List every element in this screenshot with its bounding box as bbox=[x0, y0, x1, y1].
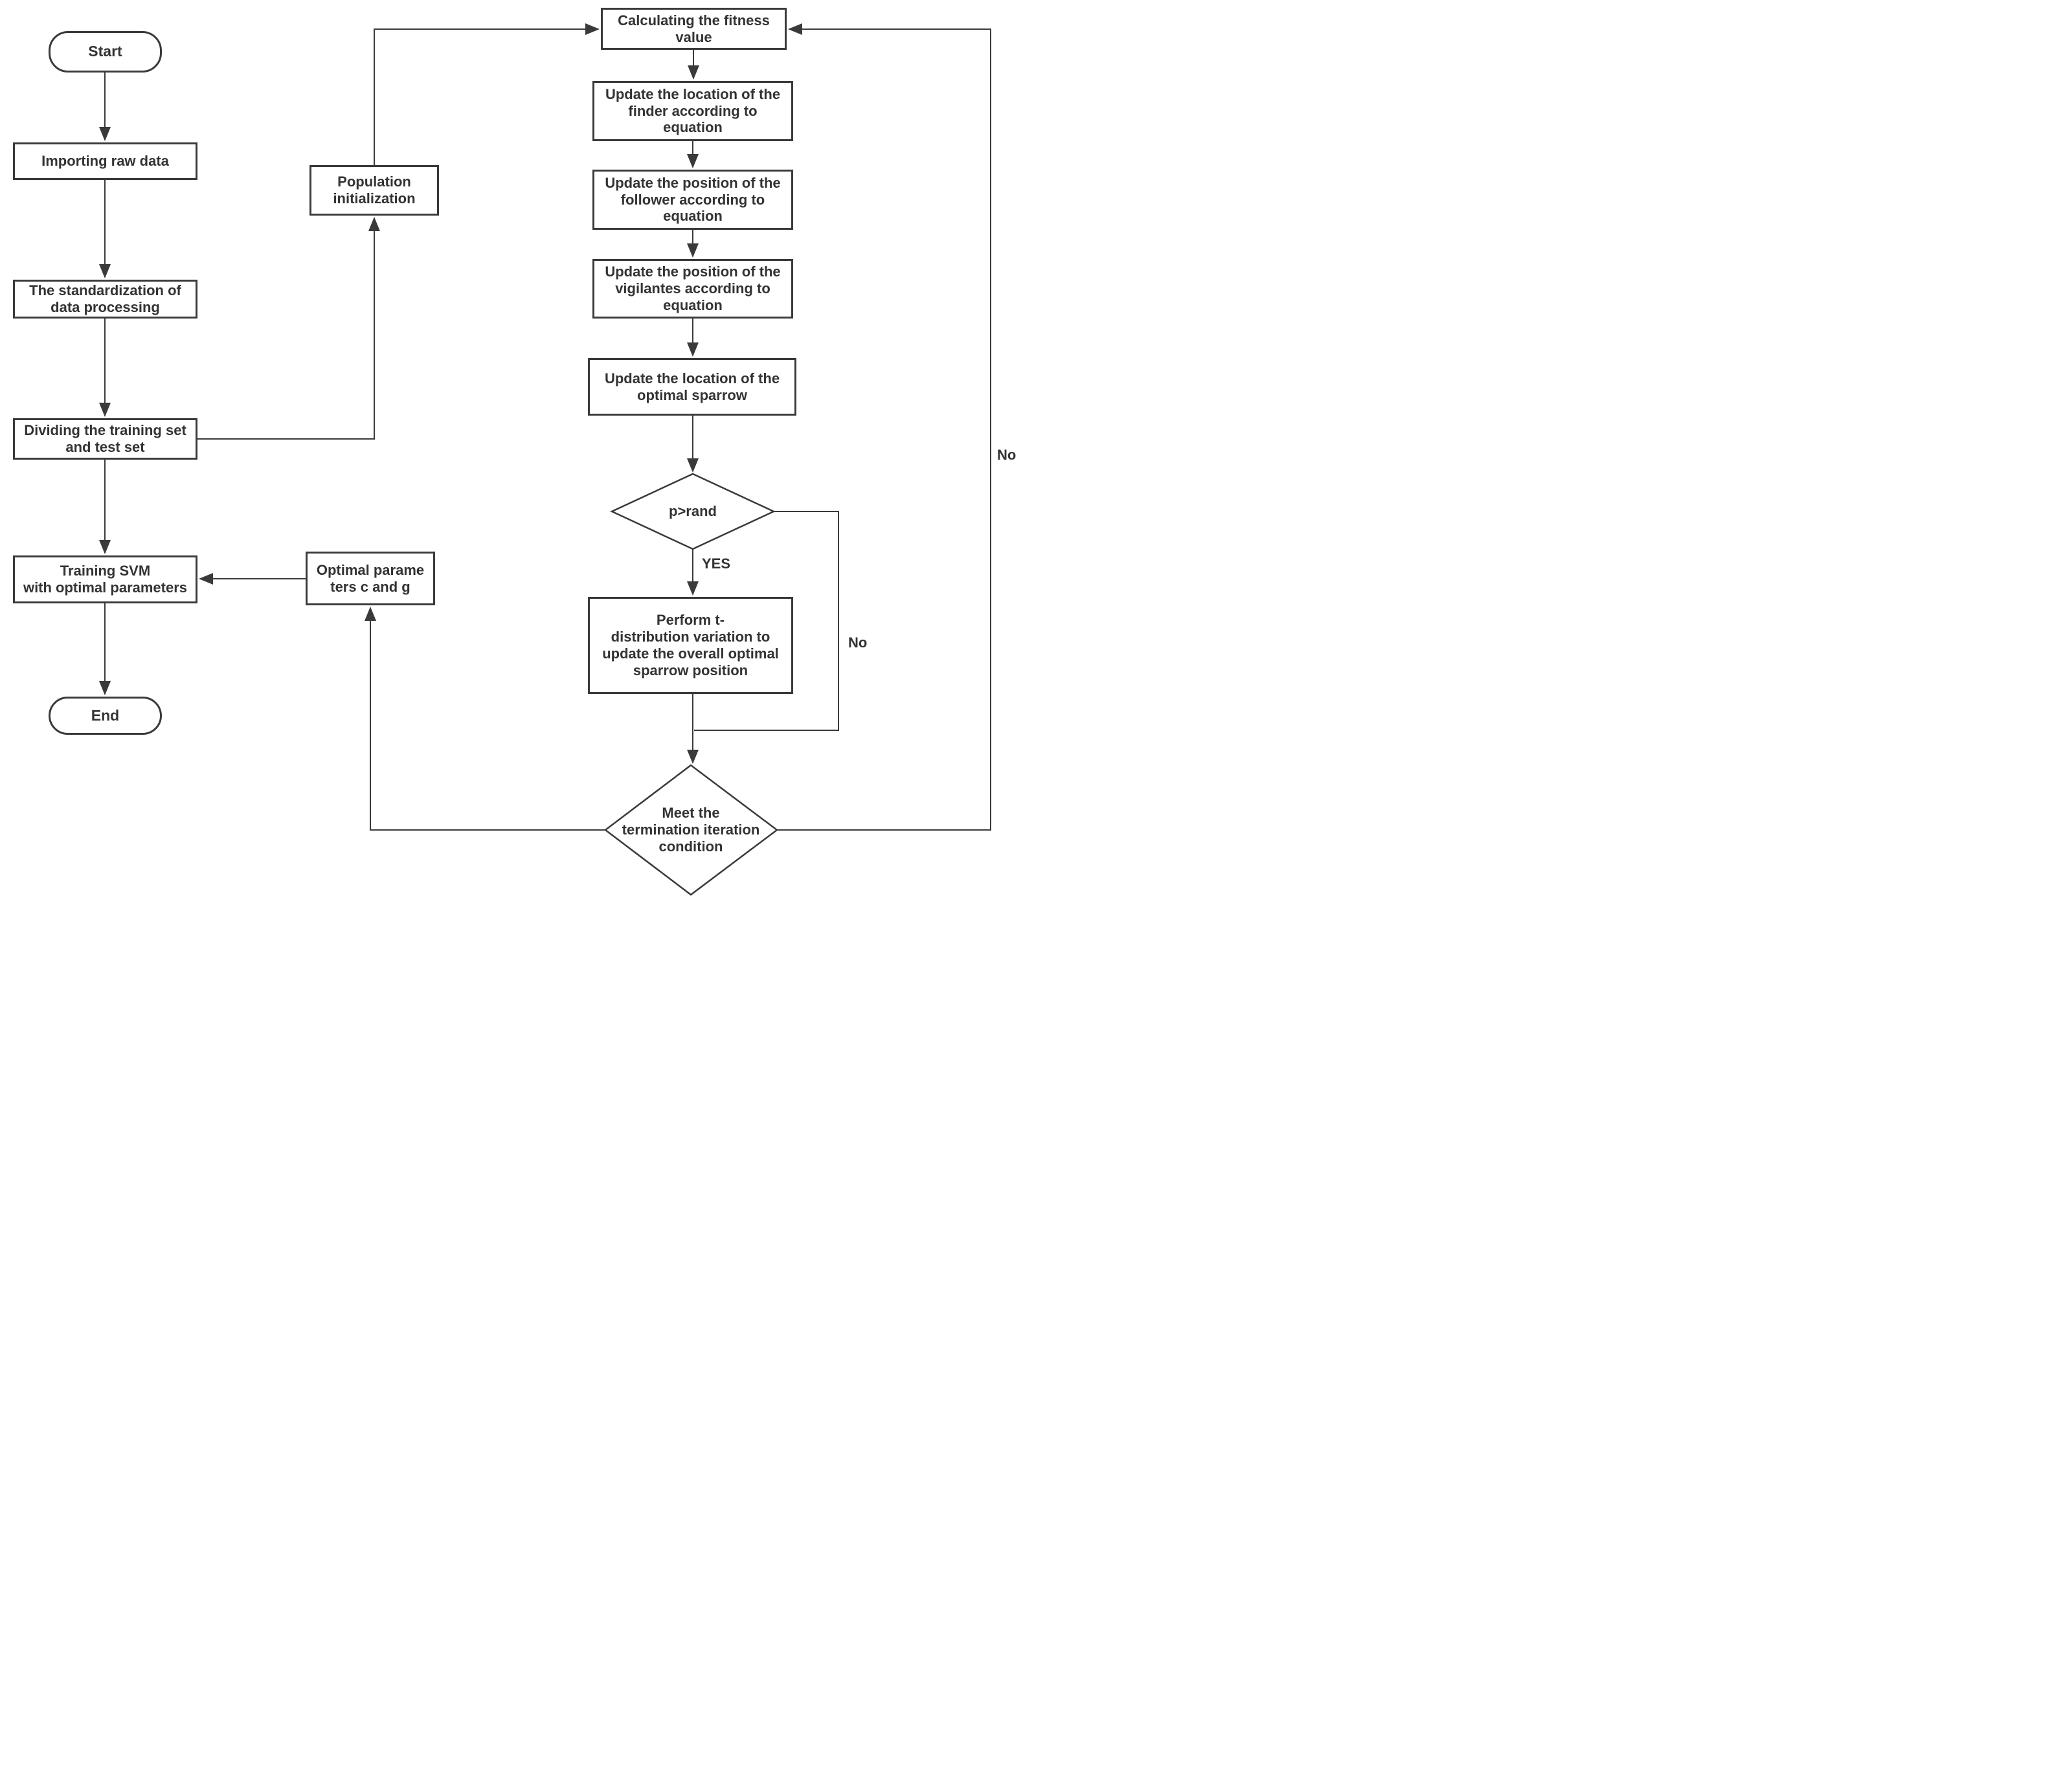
node-t-distribution: Perform t- distribution variation to upd… bbox=[588, 597, 793, 694]
node-importing-raw-data: Importing raw data bbox=[13, 142, 197, 180]
node-end: End bbox=[49, 697, 162, 735]
edge-dividing-population bbox=[197, 217, 380, 440]
edge-label-no-termination: No bbox=[997, 447, 1017, 463]
edge-label-no-p-rand: No bbox=[848, 634, 868, 651]
node-update-optimal-sparrow: Update the location of the optimal sparr… bbox=[588, 358, 796, 416]
connector-lines bbox=[99, 23, 991, 896]
decision-p-rand-shape bbox=[610, 473, 776, 550]
node-standardization: The standardization of data processing bbox=[13, 280, 197, 319]
edge-termination-optimal bbox=[365, 607, 605, 831]
node-training-svm: Training SVM with optimal parameters bbox=[13, 555, 197, 603]
node-start: Start bbox=[49, 31, 162, 73]
node-update-vigilantes: Update the position of the vigilantes ac… bbox=[592, 259, 793, 319]
edge-label-yes: YES bbox=[702, 555, 731, 572]
node-update-finder: Update the location of the finder accord… bbox=[592, 81, 793, 141]
decision-termination-label: Meet the termination iteration condition bbox=[622, 805, 760, 855]
node-dividing-sets: Dividing the training set and test set bbox=[13, 418, 197, 460]
edge-prand-bypass-no bbox=[694, 511, 839, 731]
node-calculating-fitness: Calculating the fitness value bbox=[601, 8, 787, 50]
edge-population-calculating bbox=[374, 23, 600, 165]
decision-termination-shape bbox=[603, 764, 779, 896]
edge-termination-calculating-no bbox=[777, 23, 991, 831]
node-update-follower: Update the position of the follower acco… bbox=[592, 170, 793, 230]
flowchart-canvas: Start Importing raw data The standardiza… bbox=[0, 0, 1023, 896]
node-population-initialization: Population initialization bbox=[309, 165, 439, 216]
node-optimal-parameters: Optimal parame ters c and g bbox=[306, 552, 435, 605]
decision-p-rand-label: p>rand bbox=[669, 503, 717, 519]
